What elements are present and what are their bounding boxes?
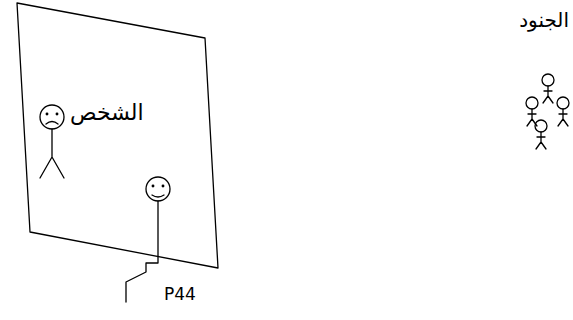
soldier-figures: [526, 74, 569, 149]
person-label: الشخص: [70, 100, 144, 126]
figure-id: P44: [164, 284, 196, 304]
soldiers-label: الجنود: [519, 8, 569, 32]
p44-figure: [126, 177, 170, 302]
person-figure: [40, 105, 64, 178]
panel: [17, 3, 218, 268]
